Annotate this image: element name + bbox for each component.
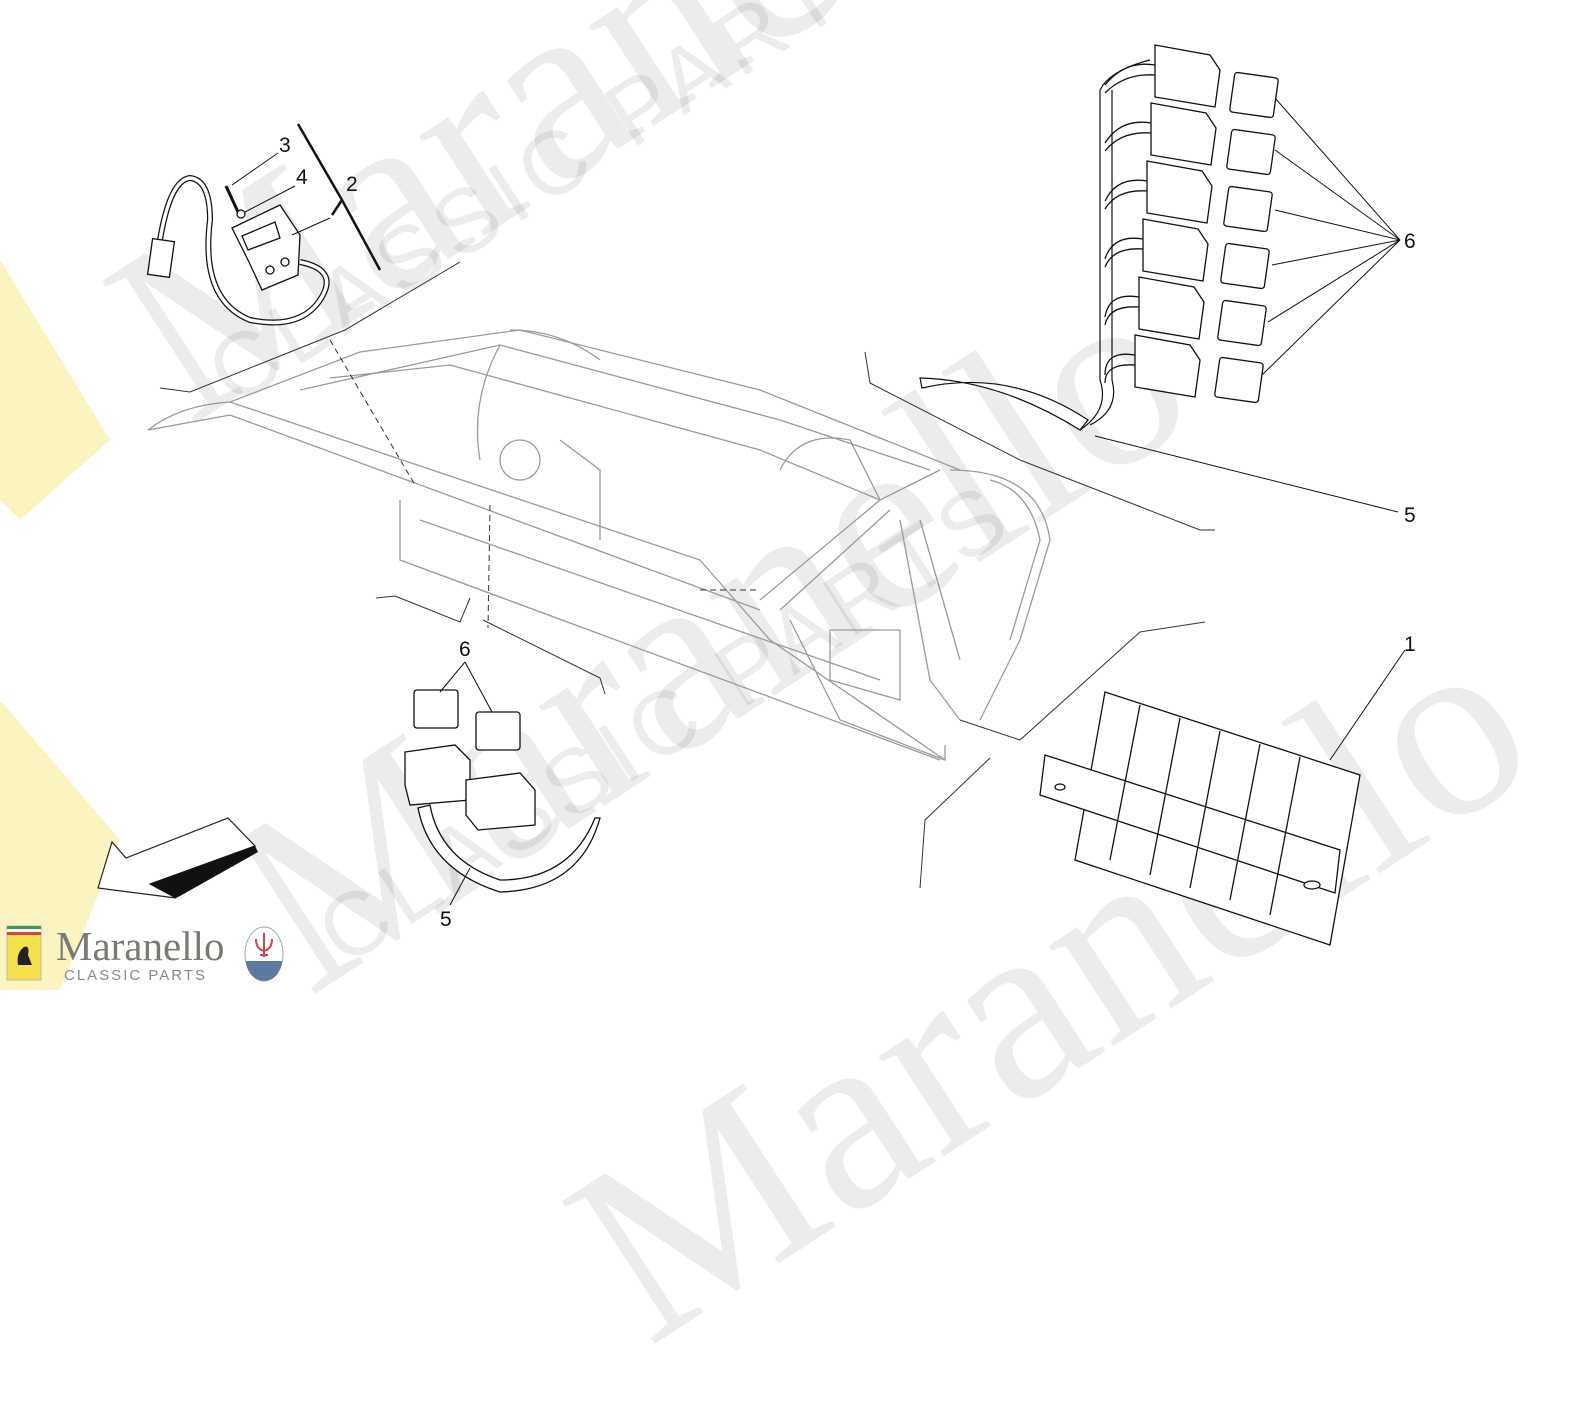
- callout-5-bottom: 5: [440, 908, 452, 931]
- sensor-assembly: [146, 174, 330, 326]
- relay-socket: [1138, 276, 1205, 340]
- harness-wires: [1104, 179, 1148, 210]
- harness-right: [919, 59, 1151, 431]
- relay-socket: [1150, 102, 1217, 166]
- callout-6-bottom: 6: [459, 638, 471, 661]
- harness-wires: [1104, 121, 1152, 152]
- logo-name: Maranello: [56, 923, 225, 969]
- front-direction-arrow: [97, 817, 258, 899]
- control-unit: [1039, 691, 1361, 946]
- harness-wires: [1104, 353, 1136, 384]
- ferrari-watermark-badge: [0, 260, 120, 990]
- harness-wires: [1104, 295, 1140, 326]
- ferrari-badge-icon: [6, 925, 42, 981]
- body-frame: [147, 329, 1051, 762]
- harness-wires: [1104, 237, 1144, 268]
- logo-subtitle: CLASSIC PARTS: [64, 967, 207, 984]
- leader-lines: [231, 123, 382, 271]
- relay: [1226, 128, 1276, 176]
- relay-bank-right: [1104, 44, 1279, 404]
- body-frame-guides: [159, 261, 1215, 889]
- relay-socket: [1142, 218, 1209, 282]
- callout-4: 4: [296, 166, 308, 189]
- relay: [1220, 242, 1270, 290]
- callout-6-right: 6: [1404, 230, 1416, 253]
- relay: [1217, 299, 1267, 347]
- harness-wires: [1104, 63, 1156, 94]
- callout-numbers: 1 2 3 4 5 5 6 6: [279, 134, 1416, 931]
- relay-socket: [1146, 160, 1213, 224]
- callout-1: 1: [1404, 633, 1416, 656]
- callout-2: 2: [346, 173, 358, 196]
- callout-leaders: [439, 97, 1406, 906]
- relay-socket: [1154, 44, 1221, 108]
- callout-5-right: 5: [1404, 504, 1416, 527]
- relay: [1229, 71, 1279, 119]
- parts-diagram: 1 2 3 4 5 5 6 6: [0, 44, 1416, 990]
- relay-socket: [1134, 334, 1201, 398]
- callout-3: 3: [279, 134, 291, 157]
- relay: [1223, 185, 1273, 233]
- maserati-badge-icon: [244, 926, 284, 982]
- maranello-logo: Maranello CLASSIC PARTS: [6, 923, 286, 984]
- relay: [1214, 356, 1264, 404]
- relay-pair-bottom: [404, 689, 601, 893]
